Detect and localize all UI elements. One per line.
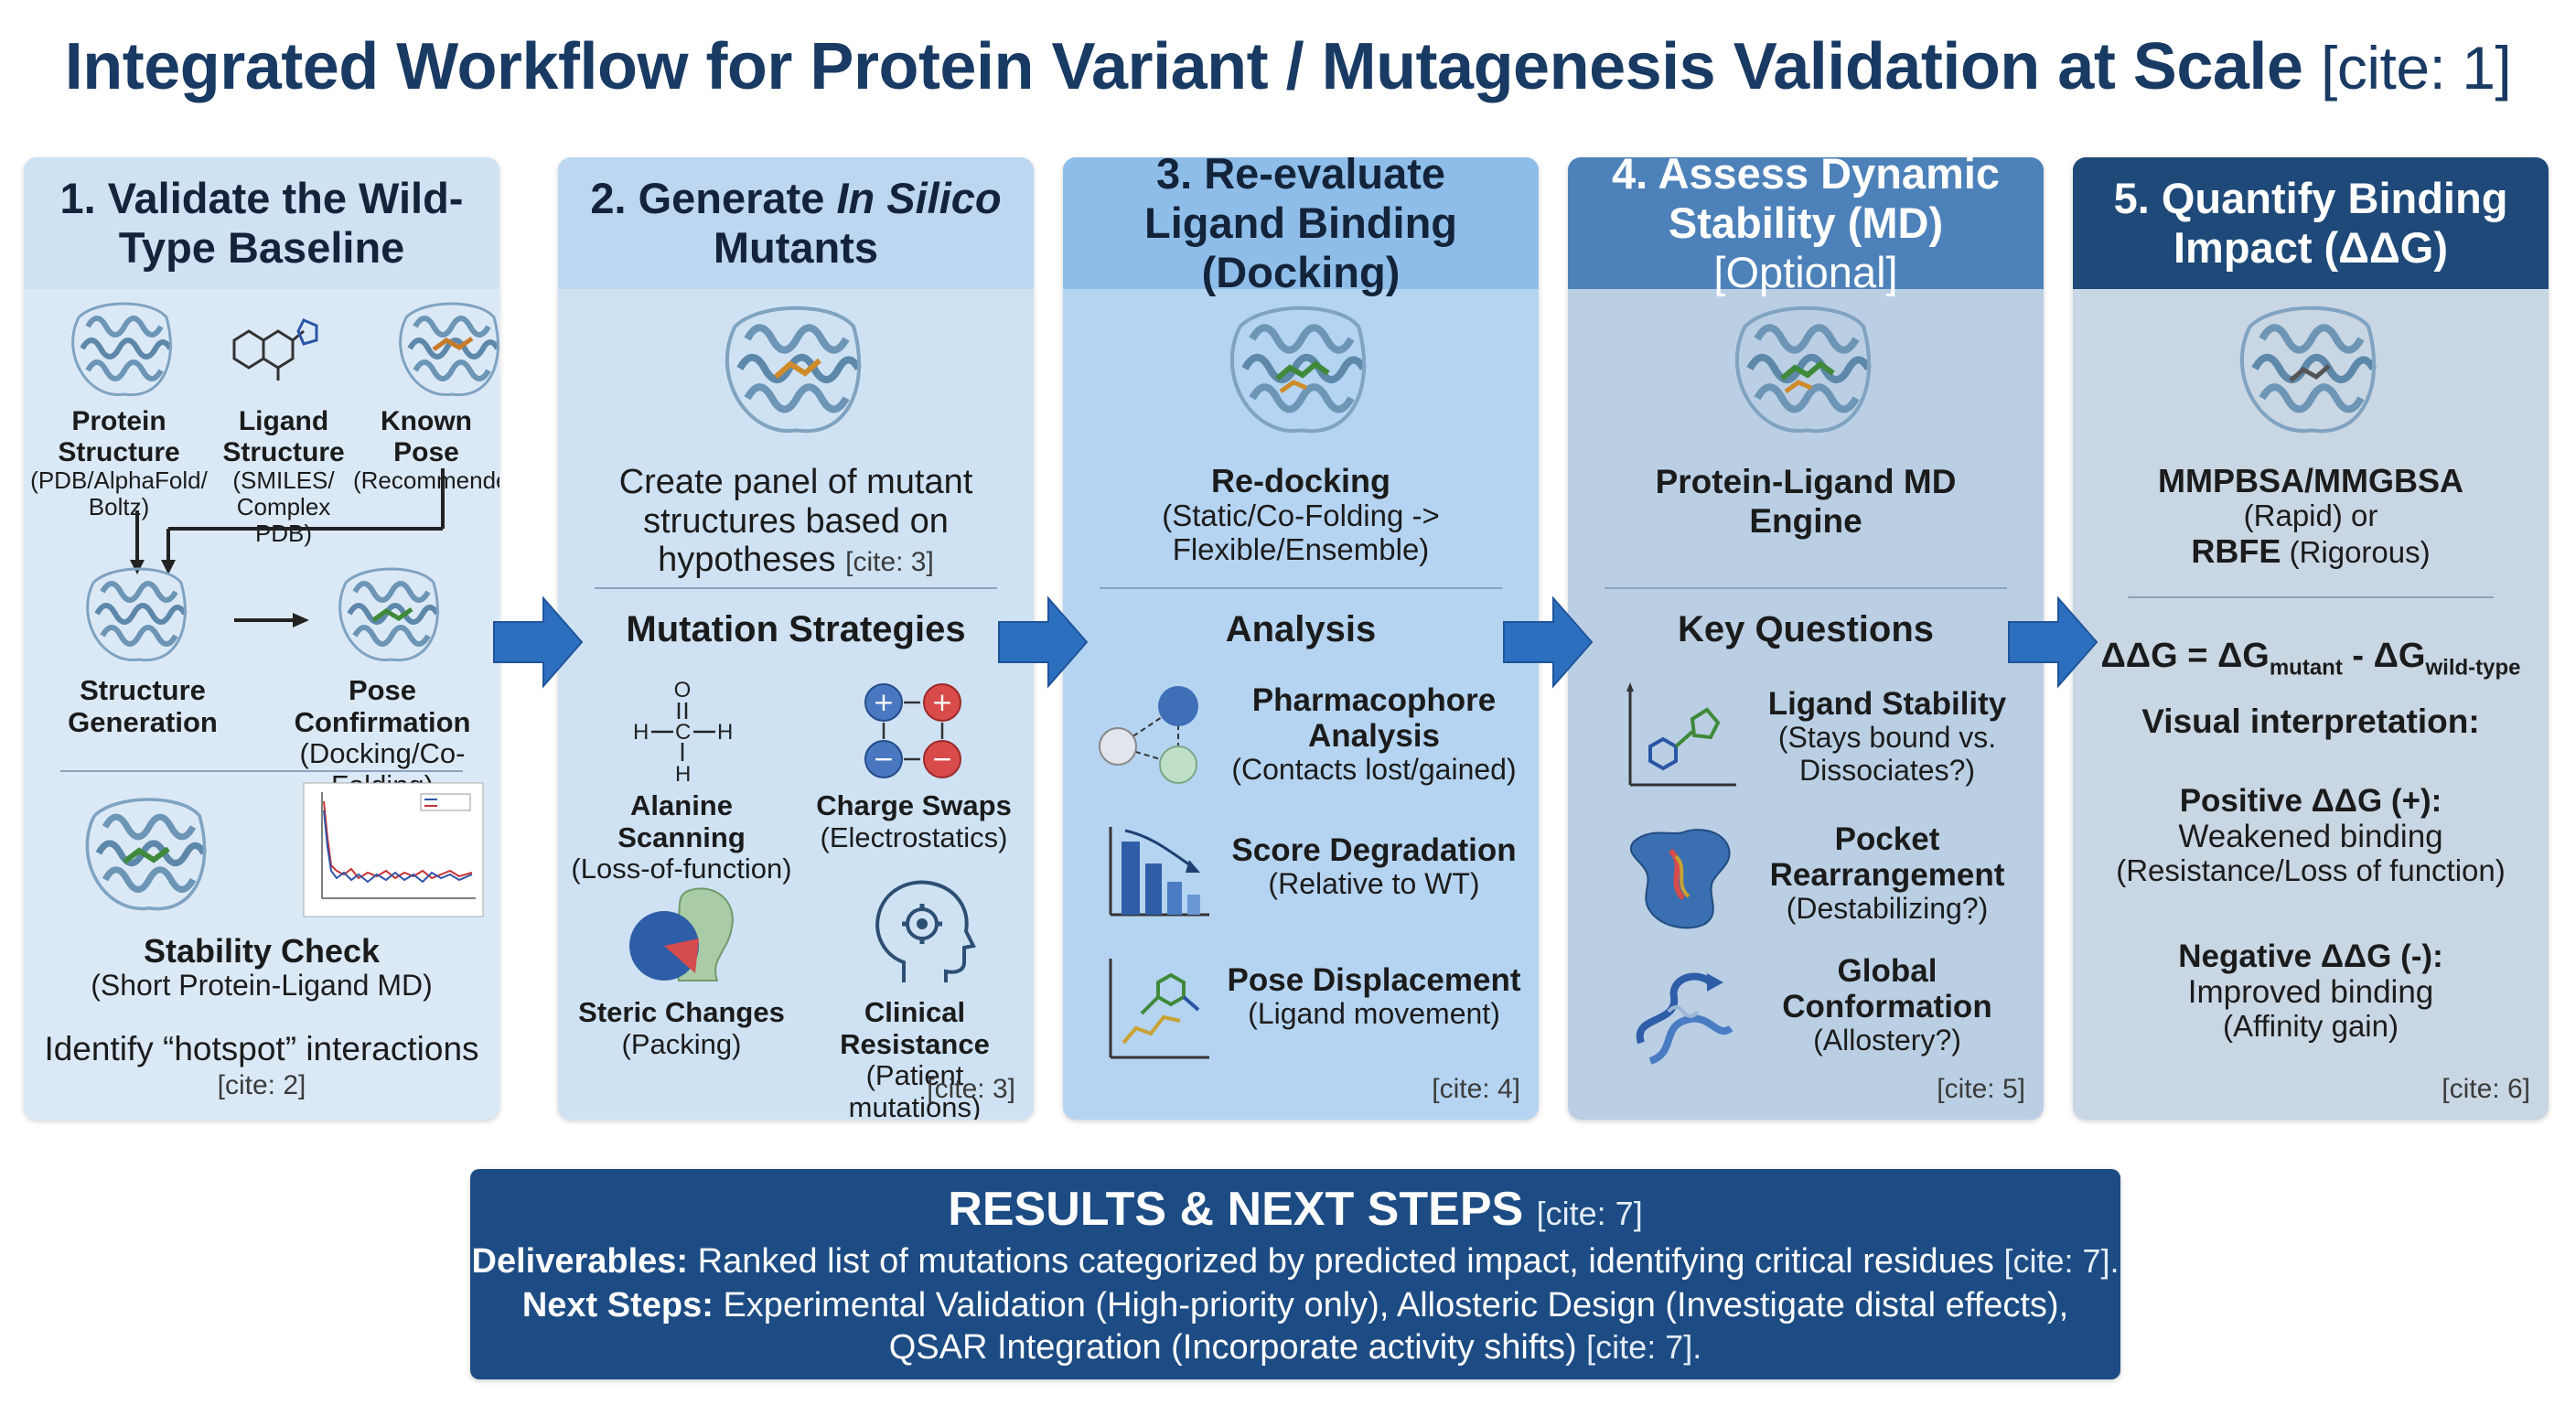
free-energy-protein-icon [2234, 307, 2389, 445]
panel-assess-md: 4. Assess Dynamic Stability (MD) [Option… [1568, 157, 2044, 1120]
strategy-alanine: Alanine Scanning (Loss-of-function) [571, 789, 792, 885]
svg-text:+: + [873, 687, 894, 717]
pharmacophore-icon [1099, 686, 1198, 784]
panel-2-title: 2. Generate In Silico Mutants [558, 157, 1034, 289]
question-global-conformation: Global Conformation (Allostery?) [1782, 953, 1992, 1057]
svg-text:−: − [931, 744, 952, 774]
panel-validate-baseline: 1. Validate the Wild-Type Baseline Prote… [24, 157, 499, 1120]
page-title: Integrated Workflow for Protein Variant … [0, 29, 2576, 104]
input-known-pose: Known Pose (Recommended) [353, 406, 499, 495]
input-ligand: Ligand Structure (SMILES/ Complex PDB) [222, 406, 345, 548]
ligand-chart-icon [1626, 682, 1736, 787]
panel-5-cite: [cite: 6] [2442, 1074, 2530, 1104]
panel-reevaluate-docking: 3. Re-evaluate Ligand Binding (Docking) … [1063, 157, 1539, 1120]
svg-text:H: H [675, 762, 691, 787]
svg-text:C: C [675, 720, 691, 745]
results-title: RESULTS & NEXT STEPS [cite: 7] [948, 1183, 1643, 1236]
input-connector-arrows [130, 468, 445, 627]
md-protein-icon [1729, 307, 1884, 445]
structure-generation-icon [84, 569, 194, 670]
svg-text:+: + [931, 687, 952, 717]
flow-arrow-2 [998, 595, 1089, 689]
charge-swap-icon: + + − − [864, 683, 961, 778]
flow-arrow-1 [493, 595, 584, 689]
panel-4-title: 4. Assess Dynamic Stability (MD) [Option… [1568, 157, 2044, 296]
divider [1100, 587, 1502, 589]
analysis-heading: Analysis [1225, 609, 1377, 649]
divider [2128, 596, 2494, 598]
panel-2-cite: [cite: 3] [927, 1074, 1015, 1104]
svg-text:H: H [633, 720, 649, 745]
steric-icon [629, 887, 734, 981]
results-next-steps-continued: QSAR Integration (Incorporate activity s… [888, 1328, 1702, 1367]
hotspot-label: Identify “hotspot” interactions [44, 1030, 479, 1067]
question-pocket-rearrangement: Pocket Rearrangement (Destabilizing?) [1769, 821, 2005, 926]
md-engine-label: Protein-Ligand MD Engine [1655, 463, 1957, 540]
pocket-icon [1629, 829, 1731, 929]
mutation-strategies-heading: Mutation Strategies [626, 609, 966, 649]
strategy-clinical-resistance: Clinical Resistance (Patient mutations) [840, 996, 990, 1120]
visual-interpretation-label: Visual interpretation: [2141, 702, 2480, 740]
svg-text:O: O [674, 678, 692, 702]
structure-generation-label: Structure Generation [68, 674, 218, 738]
panel-3-cite: [cite: 4] [1432, 1074, 1520, 1104]
binding-methods: MMPBSA/MMGBSA (Rapid) or RBFE (Rigorous) [2158, 462, 2463, 571]
molecule-icon [232, 318, 318, 381]
mutant-protein-icon [719, 307, 875, 445]
panel-generate-mutants: 2. Generate In Silico Mutants Create pan… [558, 157, 1034, 1120]
panel-4-cite: [cite: 5] [1937, 1074, 2025, 1104]
panel-1-title: 1. Validate the Wild-Type Baseline [24, 157, 499, 289]
question-ligand-stability: Ligand Stability (Stays bound vs. Dissoc… [1767, 686, 2007, 788]
protein-ligand-icon [397, 304, 499, 404]
pose-shift-icon [1109, 959, 1209, 1059]
panel-1-cite: [cite: 2] [217, 1070, 306, 1100]
divider [60, 770, 463, 772]
title-text: Integrated Workflow for Protein Variant … [64, 30, 2303, 103]
analysis-pose-displacement: Pose Displacement (Ligand movement) [1227, 962, 1521, 1031]
stability-check-label: Stability Check (Short Protein-Ligand MD… [91, 932, 433, 1003]
strategy-charge-swaps: Charge Swaps (Electrostatics) [816, 789, 1012, 853]
mutants-description: Create panel of mutant structures based … [618, 463, 973, 580]
divider [595, 587, 997, 589]
svg-text:−: − [873, 744, 894, 774]
alanine-structure-icon: O H C H H [633, 678, 733, 787]
analysis-score-degradation: Score Degradation (Relative to WT) [1231, 832, 1517, 901]
analysis-pharmacophore: Pharmacophore Analysis (Contacts lost/ga… [1231, 682, 1517, 787]
ddg-equation: ΔΔG = ΔGmutant - ΔGwild-type [2100, 637, 2521, 681]
divider [1605, 587, 2007, 589]
positive-ddg: Positive ΔΔG (+): Weakened binding (Resi… [2116, 783, 2506, 888]
key-questions-heading: Key Questions [1677, 609, 1935, 649]
panel-quantify-ddg: 5. Quantify Binding Impact (ΔΔG) MMPBSA/… [2073, 157, 2549, 1120]
panel-5-title: 5. Quantify Binding Impact (ΔΔG) [2073, 157, 2549, 289]
panel-3-title: 3. Re-evaluate Ligand Binding (Docking) [1063, 157, 1539, 296]
input-protein: Protein Structure (PDB/AlphaFold/ Boltz) [30, 406, 208, 521]
title-cite: [cite: 1] [2320, 34, 2512, 102]
redocking-label: Re-docking (Static/Co-Folding -> Flexibl… [1162, 462, 1440, 567]
protein-ligand-complex-icon [80, 796, 218, 924]
results-next-steps: Next Steps: Experimental Validation (Hig… [521, 1286, 2069, 1325]
svg-text:H: H [717, 720, 733, 745]
head-gear-icon [875, 880, 976, 982]
flow-arrow-3 [1503, 595, 1594, 689]
results-panel: RESULTS & NEXT STEPS [cite: 7] Deliverab… [470, 1169, 2120, 1379]
docking-protein-icon [1224, 307, 1379, 445]
results-deliverables: Deliverables: Ranked list of mutations c… [471, 1242, 2120, 1281]
negative-ddg: Negative ΔΔG (-): Improved binding (Affi… [2178, 938, 2443, 1044]
conformation-icon [1636, 972, 1733, 1065]
strategy-steric: Steric Changes (Packing) [578, 996, 785, 1060]
pose-confirmation-icon [337, 569, 446, 670]
flow-arrow-4 [2008, 595, 2098, 689]
md-trace-chart-icon [303, 782, 484, 917]
bar-decline-icon [1109, 827, 1209, 917]
